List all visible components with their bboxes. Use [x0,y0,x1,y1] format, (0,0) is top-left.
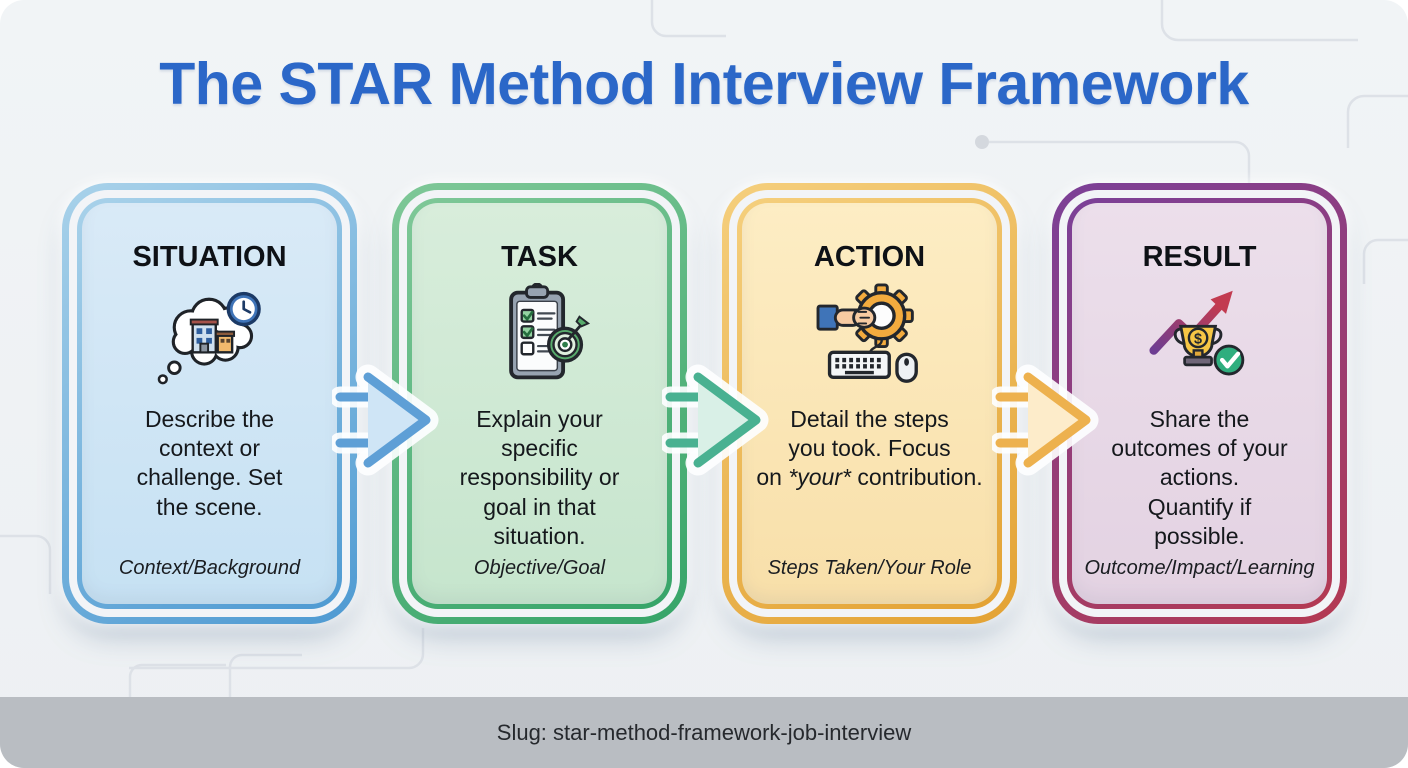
card-inner-ring: ACTION [737,198,1002,609]
card-sublabel-action: Steps Taken/Your Role [767,557,972,579]
card-description-situation: Describe the context or challenge. Set t… [136,406,283,520]
card-title-action: ACTION [813,241,926,273]
card-title-task: TASK [501,241,578,273]
keyboard-glyph [827,350,891,380]
clock-glyph [226,291,261,327]
target-glyph [546,315,590,363]
growth-arrow-trophy-check-icon: $ [1144,283,1256,389]
checklist-glyph [520,308,556,356]
card-outer-ring: ACTION [722,183,1017,624]
card-outer-ring: TASK [392,183,687,624]
card-sublabel-situation: Context/Background [118,557,301,579]
slug-bar: Slug: star-method-framework-job-intervie… [0,697,1408,768]
result-card: RESULT [1052,183,1347,624]
card-inner-ring: RESULT [1067,198,1332,609]
page-title: The STAR Method Interview Framework [159,51,1249,117]
mouse-glyph [894,352,918,383]
action-to-result-arrow [989,357,1112,483]
action-card: ACTION [722,183,1017,624]
hand-gear-keyboard-mouse-icon [814,283,926,389]
card-inner-ring: SITUATION [77,198,342,609]
card-sublabel-result: Outcome/Impact/Learning [1084,557,1315,579]
card-inner-ring: TASK [407,198,672,609]
thought-bubble-buildings-clock-icon [154,283,266,389]
card-description-task: Explain your specific responsibility or … [459,406,620,549]
clipboard-checklist-target-icon [484,282,596,389]
card-sublabel-task: Objective/Goal [473,557,606,579]
card-outer-ring: SITUATION [62,183,357,624]
task-card: TASK [392,183,687,624]
slug-text: Slug: star-method-framework-job-intervie… [496,719,912,745]
card-title-situation: SITUATION [132,241,287,273]
check-badge-glyph [1212,344,1244,376]
card-outer-ring: RESULT [1052,183,1347,624]
svg-text:$: $ [1194,332,1202,348]
hand-glyph [816,304,876,331]
card-title-result: RESULT [1142,241,1257,273]
buildings-glyph [189,318,235,354]
situation-card: SITUATION [62,183,357,624]
situation-to-task-arrow [329,357,452,483]
card-description-result: Share the outcomes of your actions. Quan… [1111,406,1288,549]
circuit-node-dot [975,135,989,149]
card-description-action: Detail the steps you took. Focus on *you… [756,406,983,491]
trophy-glyph: $ [1173,324,1222,367]
task-to-action-arrow [659,357,782,483]
